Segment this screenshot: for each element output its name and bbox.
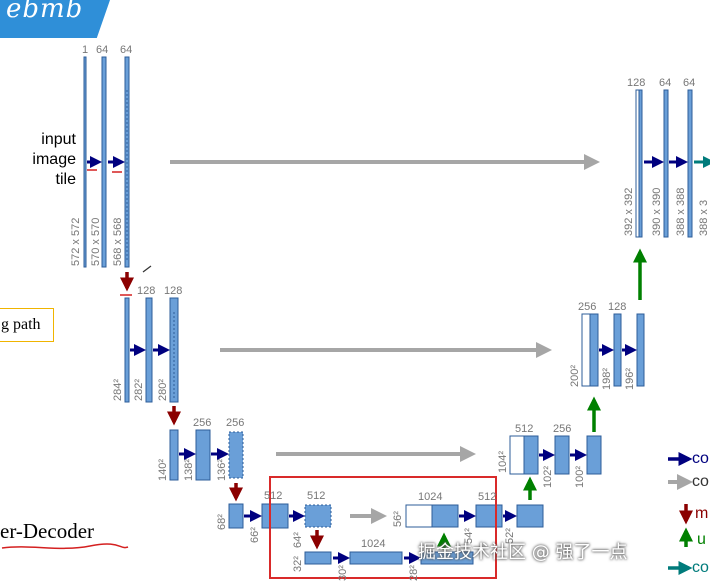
- block-dec3-conv1: [554, 435, 570, 475]
- size-label: 198²: [601, 367, 613, 390]
- channel-label: 512: [515, 423, 534, 435]
- channel-label: 64: [659, 77, 672, 89]
- block-dec3-conv2: [586, 435, 602, 475]
- header-banner-text: ebmb: [6, 0, 84, 24]
- size-label: 140²: [157, 458, 169, 481]
- size-label: 136²: [216, 458, 228, 481]
- block-enc3-pool: [169, 429, 179, 481]
- channel-label: 512: [307, 490, 326, 502]
- path-label-box: g path: [0, 308, 54, 342]
- channel-label: 128: [608, 301, 627, 313]
- channel-label: 1024: [361, 538, 386, 550]
- header-banner: ebmb: [0, 0, 110, 38]
- channel-label: 256: [553, 423, 572, 435]
- block-dec1-conv2: [687, 89, 693, 238]
- block-enc2-pool: [124, 297, 130, 403]
- channel-label: 256: [578, 301, 597, 313]
- channel-label: 1024: [418, 491, 443, 503]
- block-dec4-copy: [405, 504, 433, 528]
- size-label: 66²: [249, 527, 261, 543]
- channel-label: 64: [683, 77, 696, 89]
- block-dec4-up: [431, 504, 459, 528]
- encoder-decoder-caption: er-Decoder: [0, 519, 129, 550]
- block-enc3-conv2: [228, 431, 244, 479]
- size-label: 200²: [569, 364, 581, 387]
- legend-text-conv: co: [692, 450, 709, 467]
- size-label: 282²: [133, 378, 145, 401]
- channel-label: 1: [82, 44, 89, 56]
- block-enc3-conv1: [195, 429, 211, 481]
- block-dec2-conv2: [636, 313, 645, 387]
- block-enc2-conv1: [145, 297, 153, 403]
- channel-label: 64: [96, 44, 109, 56]
- watermark: 掘金技术社区 @ 强了一点: [418, 542, 628, 563]
- path-label-text: g path: [1, 316, 41, 333]
- input-label-line3: tile: [55, 171, 76, 188]
- input-image-tile-label: input image tile: [20, 130, 76, 190]
- highlight-box: [269, 476, 497, 579]
- size-label: 138²: [183, 458, 195, 481]
- size-label: 280²: [157, 378, 169, 401]
- block-dec2-up: [589, 313, 599, 387]
- size-label: 284²: [112, 378, 124, 401]
- channel-label: 128: [627, 77, 646, 89]
- block-enc4-pool: [228, 503, 244, 529]
- size-label: 572 x 572: [70, 217, 82, 266]
- channel-label: 512: [478, 491, 497, 503]
- channel-label: 512: [264, 490, 283, 502]
- block-enc4-conv2: [304, 504, 332, 528]
- legend-text-up: u: [697, 531, 706, 548]
- size-label: 196²: [624, 367, 636, 390]
- size-label: 568 x 568: [112, 217, 124, 266]
- block-bottleneck-conv2: [420, 551, 474, 565]
- block-dec3-copy: [509, 435, 525, 475]
- block-dec1-conv1: [663, 89, 669, 238]
- input-label-line1: input: [41, 131, 76, 148]
- block-enc1-conv1: [101, 56, 107, 268]
- size-label: 388 x 388: [675, 187, 687, 236]
- channel-label: 128: [164, 285, 183, 297]
- caption-underline: [1, 543, 129, 550]
- size-label: 30²: [337, 565, 349, 581]
- input-label-line2: image: [32, 151, 76, 168]
- block-bottleneck-conv1: [349, 551, 403, 565]
- block-input: [83, 56, 87, 268]
- size-label: 390 x 390: [651, 187, 663, 236]
- channel-label: 64: [120, 44, 133, 56]
- block-dec1-up: [638, 89, 643, 238]
- block-dec2-conv1: [613, 313, 622, 387]
- size-label: 28²: [408, 565, 420, 581]
- size-label: 56²: [392, 511, 404, 527]
- channel-label: 128: [137, 285, 156, 297]
- size-label: 32²: [292, 556, 304, 572]
- legend-text-pool: m: [695, 505, 709, 522]
- legend-text-copy: co: [692, 473, 709, 490]
- channel-label: 256: [226, 417, 245, 429]
- block-dec3-up: [523, 435, 539, 475]
- block-bottleneck-pool: [304, 551, 332, 565]
- channel-label: 256: [193, 417, 212, 429]
- block-dec2-copy: [581, 313, 591, 387]
- size-label: 104²: [497, 450, 509, 473]
- size-label: 100²: [574, 465, 586, 488]
- legend-text-final: co: [692, 559, 709, 576]
- size-label: 102²: [542, 465, 554, 488]
- block-dec4-conv1: [475, 504, 503, 528]
- size-label: 388 x 3: [698, 199, 710, 236]
- size-label: 392 x 392: [623, 187, 635, 236]
- size-label: 68²: [216, 514, 228, 530]
- block-enc4-conv1: [261, 503, 289, 529]
- size-label: 570 x 570: [90, 217, 102, 266]
- block-dec4-conv2: [516, 504, 544, 528]
- size-label: 64²: [292, 532, 304, 548]
